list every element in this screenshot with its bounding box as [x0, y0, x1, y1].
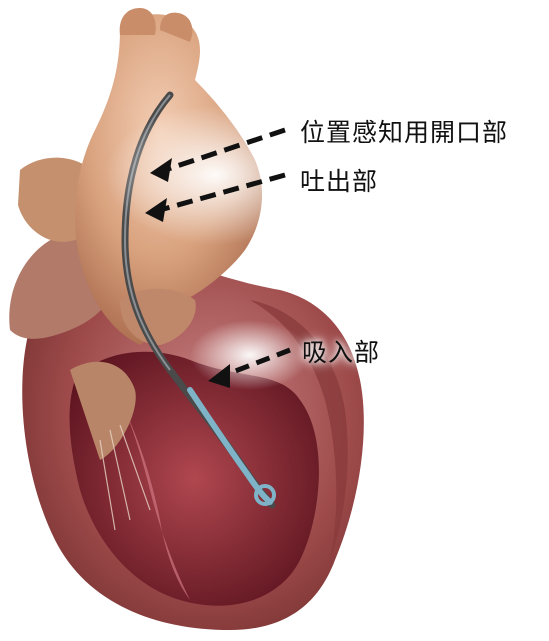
- label-outlet: 吐出部: [300, 162, 378, 198]
- arrow-glow-lower: [190, 320, 310, 390]
- label-sensor-opening: 位置感知用開口部: [300, 113, 508, 149]
- label-inlet: 吸入部: [302, 333, 380, 369]
- arrow-glow-upper: [105, 105, 325, 245]
